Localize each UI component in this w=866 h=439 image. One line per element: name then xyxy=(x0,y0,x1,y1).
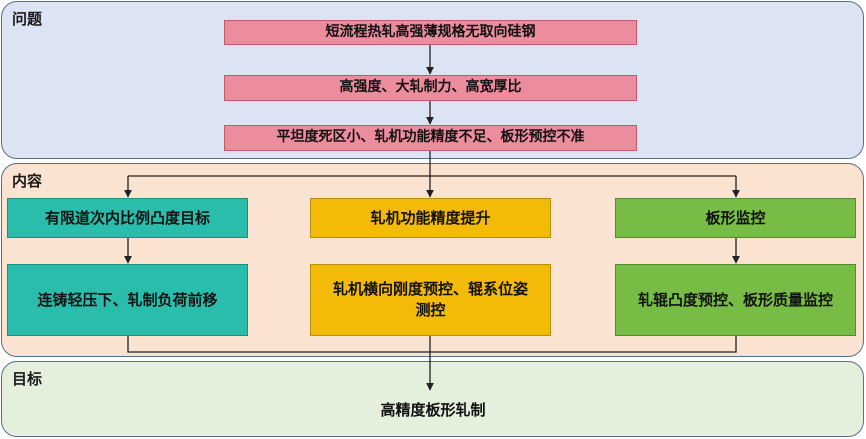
merge-line xyxy=(127,336,737,353)
problem-box-3: 平坦度死区小、轧机功能精度不足、板形预控不准 xyxy=(224,125,637,151)
content-head-2: 轧机功能精度提升 xyxy=(310,198,551,238)
target-panel: 目标 xyxy=(1,361,864,437)
content-body-3: 轧辊凸度预控、板形质量监控 xyxy=(615,264,856,336)
target-text: 高精度板形轧制 xyxy=(380,401,486,419)
problem-box-2: 高强度、大轧制力、高宽厚比 xyxy=(224,75,637,101)
content-body-2: 轧机横向刚度预控、辊系位姿测控 xyxy=(310,264,551,336)
content-head-1: 有限道次内比例凸度目标 xyxy=(7,198,248,238)
problem-box-1: 短流程热轧高强薄规格无取向硅钢 xyxy=(224,20,637,45)
content-body-1: 连铸轻压下、轧制负荷前移 xyxy=(7,264,248,336)
target-panel-title: 目标 xyxy=(12,370,43,388)
content-panel-title: 内容 xyxy=(12,172,43,190)
content-head-3: 板形监控 xyxy=(615,198,856,238)
problem-panel-title: 问题 xyxy=(12,10,43,28)
